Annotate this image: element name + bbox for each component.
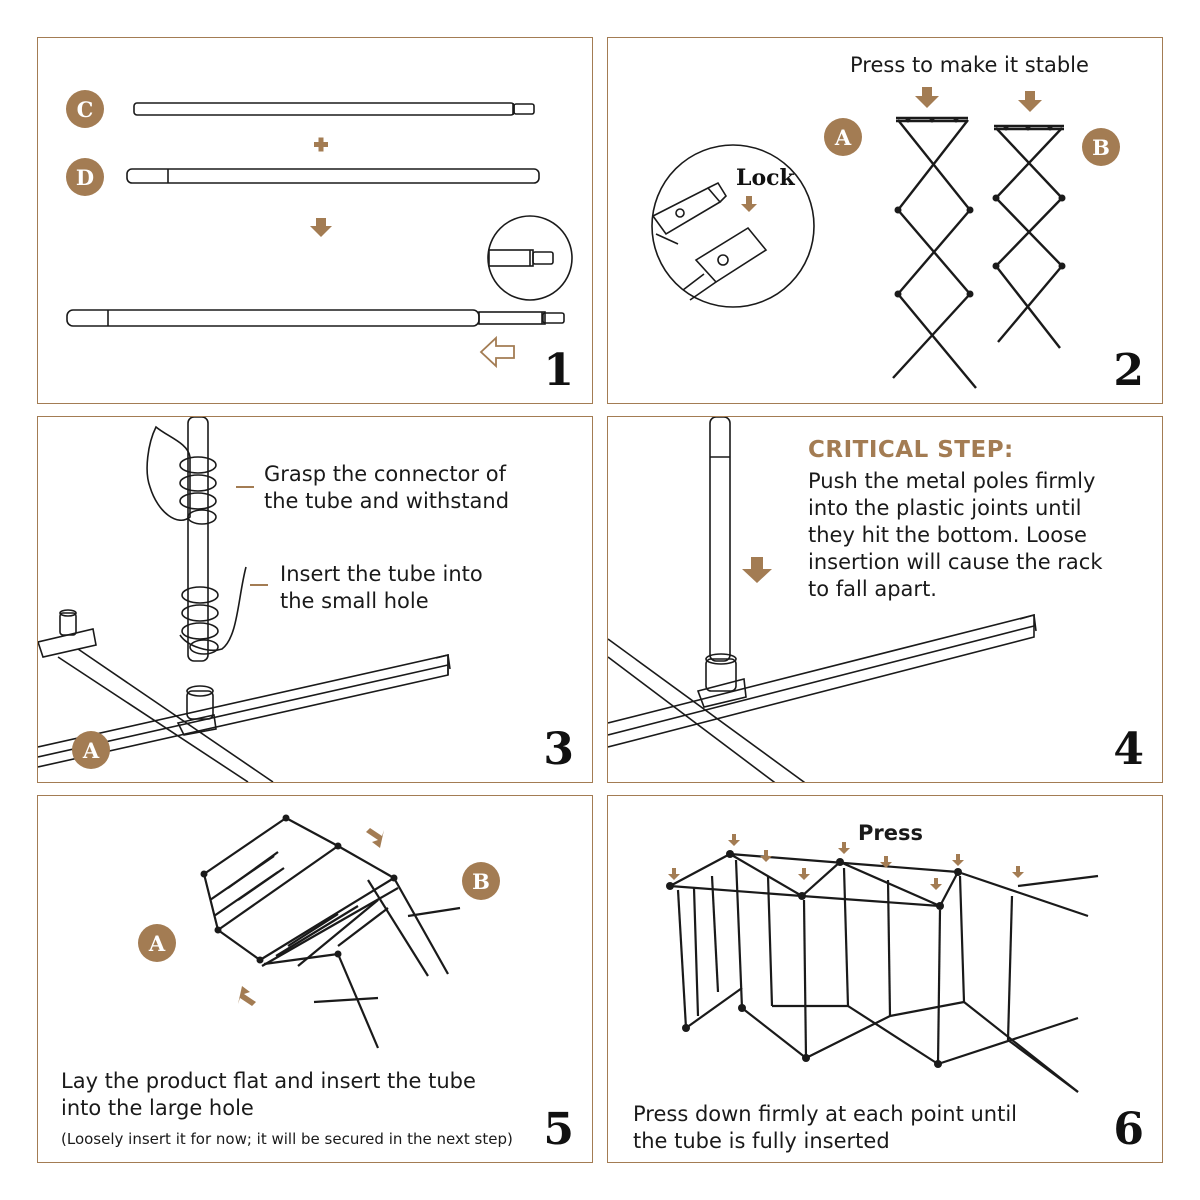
step-5-line-2: into the large hole — [61, 1096, 254, 1120]
step-3-panel: Grasp the connector of the tube and with… — [37, 416, 593, 783]
step-number: 2 — [1113, 345, 1144, 396]
lock-detail-circle — [651, 144, 815, 308]
press-arrow-icon — [1018, 91, 1042, 112]
critical-line-2: into the plastic joints until — [808, 496, 1082, 520]
rack-flat — [202, 817, 461, 1049]
plus-icon — [314, 137, 328, 152]
press-arrow-icon — [798, 868, 810, 880]
critical-line-3: they hit the bottom. Loose — [808, 523, 1087, 547]
insert-arrow-icon — [238, 986, 256, 1006]
critical-step-title: CRITICAL STEP: — [808, 437, 1014, 463]
step-number: 1 — [543, 345, 574, 396]
left-arrow-icon — [479, 335, 515, 369]
critical-line-1: Push the metal poles firmly — [808, 469, 1096, 493]
rack-a — [892, 116, 977, 389]
label-a-badge: A — [824, 118, 862, 156]
note-insert-line-1: Insert the tube into — [280, 562, 483, 586]
press-arrow-icon — [728, 834, 740, 846]
press-arrow-icon — [1012, 866, 1024, 878]
label-b-badge: B — [462, 862, 500, 900]
note-grasp-line-2: the tube and withstand — [264, 489, 510, 513]
press-arrows — [668, 834, 1024, 890]
label-a-badge: A — [138, 924, 176, 962]
step-5-note: (Loosely insert it for now; it will be s… — [61, 1130, 513, 1148]
critical-line-4: insertion will cause the rack — [808, 550, 1103, 574]
step-number: 6 — [1113, 1104, 1144, 1155]
insert-arrow-icon — [366, 828, 384, 848]
down-arrow-icon — [742, 557, 772, 583]
label-a-badge: A — [72, 731, 110, 769]
lock-label: Lock — [736, 165, 795, 191]
step-1-panel: C D 1 — [37, 37, 593, 404]
step-2-title: Press to make it stable — [850, 53, 1089, 77]
press-arrow-icon — [668, 868, 680, 880]
step-1-illustration — [66, 102, 573, 369]
lock-arrow-icon — [741, 196, 757, 212]
down-arrow-icon — [310, 218, 332, 237]
step-number: 3 — [543, 724, 574, 775]
press-arrow-icon — [760, 850, 772, 862]
vertical-tube — [187, 417, 209, 662]
step-4-illustration — [608, 417, 1037, 782]
press-arrow-icon — [952, 854, 964, 866]
rack-b — [994, 124, 1064, 349]
step-5-panel: A B Lay the product flat and insert the … — [37, 795, 593, 1163]
tube-assembled — [66, 309, 480, 327]
step-5-illustration — [200, 814, 461, 1049]
tube-d — [126, 168, 540, 184]
step-6-illustration — [666, 834, 1099, 1093]
tube-c — [133, 102, 515, 116]
step-number: 5 — [543, 1104, 574, 1155]
label-d-badge: D — [66, 158, 104, 196]
step-5-line-1: Lay the product flat and insert the tube — [61, 1069, 476, 1093]
critical-line-5: to fall apart. — [808, 577, 937, 601]
press-arrow-icon — [930, 878, 942, 890]
press-arrow-icon — [915, 87, 939, 108]
step-6-panel: Press Press down firmly at each point un… — [607, 795, 1163, 1163]
step-2-panel: Press to make it stable Lock A B 2 — [607, 37, 1163, 404]
step-6-line-1: Press down firmly at each point until — [633, 1102, 1018, 1126]
note-grasp-line-1: Grasp the connector of — [264, 462, 506, 486]
press-arrow-icon — [838, 842, 850, 854]
zoom-circle — [487, 215, 573, 301]
step-4-panel: CRITICAL STEP: Push the metal poles firm… — [607, 416, 1163, 783]
press-arrow-icon — [880, 856, 892, 868]
step-number: 4 — [1113, 724, 1144, 775]
press-label: Press — [858, 821, 923, 845]
rack-standing — [669, 852, 1099, 1093]
note-insert-line-2: the small hole — [280, 589, 429, 613]
label-c-badge: C — [66, 90, 104, 128]
vertical-tube — [709, 417, 731, 662]
step-2-illustration — [651, 87, 1066, 389]
label-b-badge: B — [1082, 128, 1120, 166]
step-6-line-2: the tube is fully inserted — [633, 1129, 890, 1153]
